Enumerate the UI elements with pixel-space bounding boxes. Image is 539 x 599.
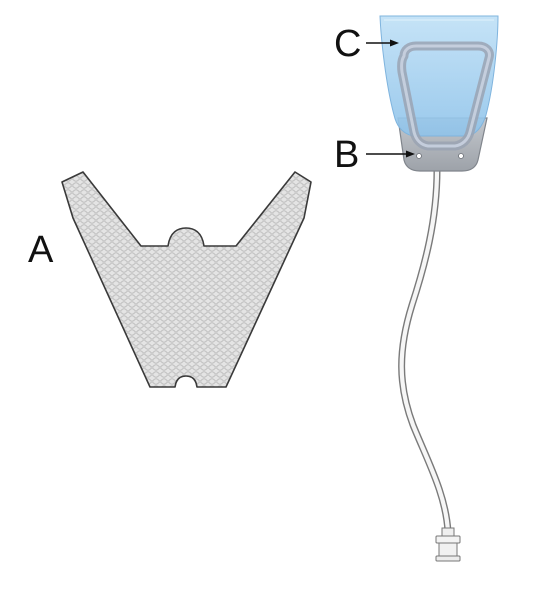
label-c: C: [334, 23, 361, 65]
callout-b: B: [334, 134, 415, 176]
label-a: A: [28, 229, 54, 271]
drain-tube: [398, 166, 452, 536]
drainage-canister: [379, 15, 499, 562]
label-b: B: [334, 134, 359, 176]
arrow-c-head: [390, 39, 399, 47]
mesh-pad-shape: [61, 171, 312, 388]
arrow-b-head: [406, 150, 415, 158]
inner-frame: [397, 41, 494, 151]
callout-c: C: [334, 23, 399, 65]
mesh-pad: [61, 171, 312, 388]
tube-connector: [435, 527, 461, 562]
